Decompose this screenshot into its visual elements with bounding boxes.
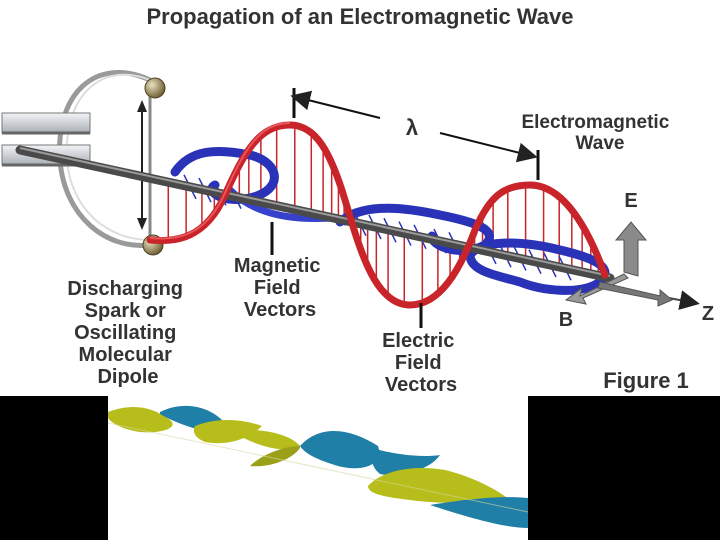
- axis-b-label: B: [559, 309, 573, 331]
- discharging-label-line2: Spark or: [85, 300, 166, 322]
- magnetic-label: Magnetic Field Vectors: [234, 255, 326, 321]
- em-wave-label-line1: Electromagnetic: [521, 112, 669, 133]
- spark-ball-top: [145, 78, 165, 98]
- right-black-bar: [528, 396, 720, 540]
- electric-label-line3: Vectors: [385, 374, 457, 396]
- electric-label-line1: Electric: [382, 330, 454, 352]
- lower-wave-ribbon: [108, 406, 528, 528]
- wavelength-symbol: λ: [406, 115, 418, 140]
- axis-e-label: E: [624, 190, 637, 212]
- magnetic-label-line2: Field: [254, 277, 301, 299]
- magnetic-label-line1: Magnetic: [234, 255, 321, 277]
- electric-label: Electric Field Vectors: [382, 330, 460, 396]
- figure-title: Propagation of an Electromagnetic Wave: [146, 4, 573, 29]
- figure-caption: Figure 1: [603, 368, 689, 393]
- discharging-label-line3: Oscillating: [74, 322, 176, 344]
- discharging-label-line4: Molecular: [79, 344, 173, 366]
- discharging-label: Discharging Spark or Oscillating Molecul…: [67, 278, 188, 388]
- discharging-label-line5: Dipole: [97, 366, 158, 388]
- magnetic-label-line3: Vectors: [244, 299, 316, 321]
- discharging-label-line1: Discharging: [67, 278, 183, 300]
- em-wave-label: Electromagnetic Wave: [521, 112, 674, 154]
- left-black-bar: [0, 396, 108, 540]
- em-wave-label-line2: Wave: [576, 133, 625, 154]
- electric-label-line2: Field: [395, 352, 442, 374]
- axis-z-label: Z: [702, 303, 714, 325]
